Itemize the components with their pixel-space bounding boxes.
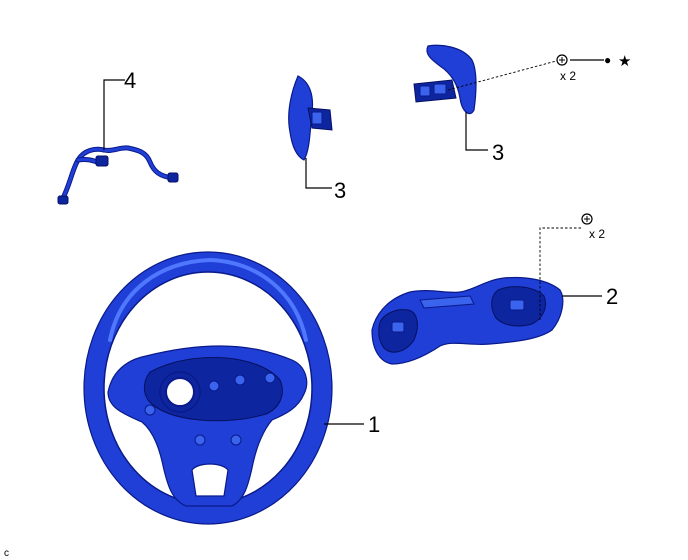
leader-line-3-left [305, 158, 332, 189]
screw-icon [556, 54, 568, 66]
callout-1: 1 [368, 412, 380, 437]
leader-line-4 [103, 79, 125, 150]
callout-2: 2 [606, 284, 618, 309]
steering-wheel-part [83, 251, 333, 525]
callout-3-left: 3 [334, 178, 346, 203]
wire-harness-part [57, 145, 179, 205]
leader-line-3-right [465, 112, 488, 151]
paddle-screw-quantity: x 2 [560, 69, 576, 83]
screw-icon [581, 213, 593, 225]
paddle-screw-guide [447, 59, 561, 91]
callout-3-right: 3 [492, 140, 504, 165]
dot-symbol: ● [604, 53, 611, 67]
paddle-switch-left-part [288, 75, 333, 161]
switch-screw-guide [539, 227, 582, 320]
figure-code: c [4, 548, 9, 559]
paddle-switch-right-part [413, 44, 477, 115]
callout-4: 4 [124, 68, 136, 93]
star-symbol: ★ [618, 52, 631, 70]
switch-screw-quantity: x 2 [589, 227, 605, 241]
steering-pad-switch-part [371, 276, 564, 365]
